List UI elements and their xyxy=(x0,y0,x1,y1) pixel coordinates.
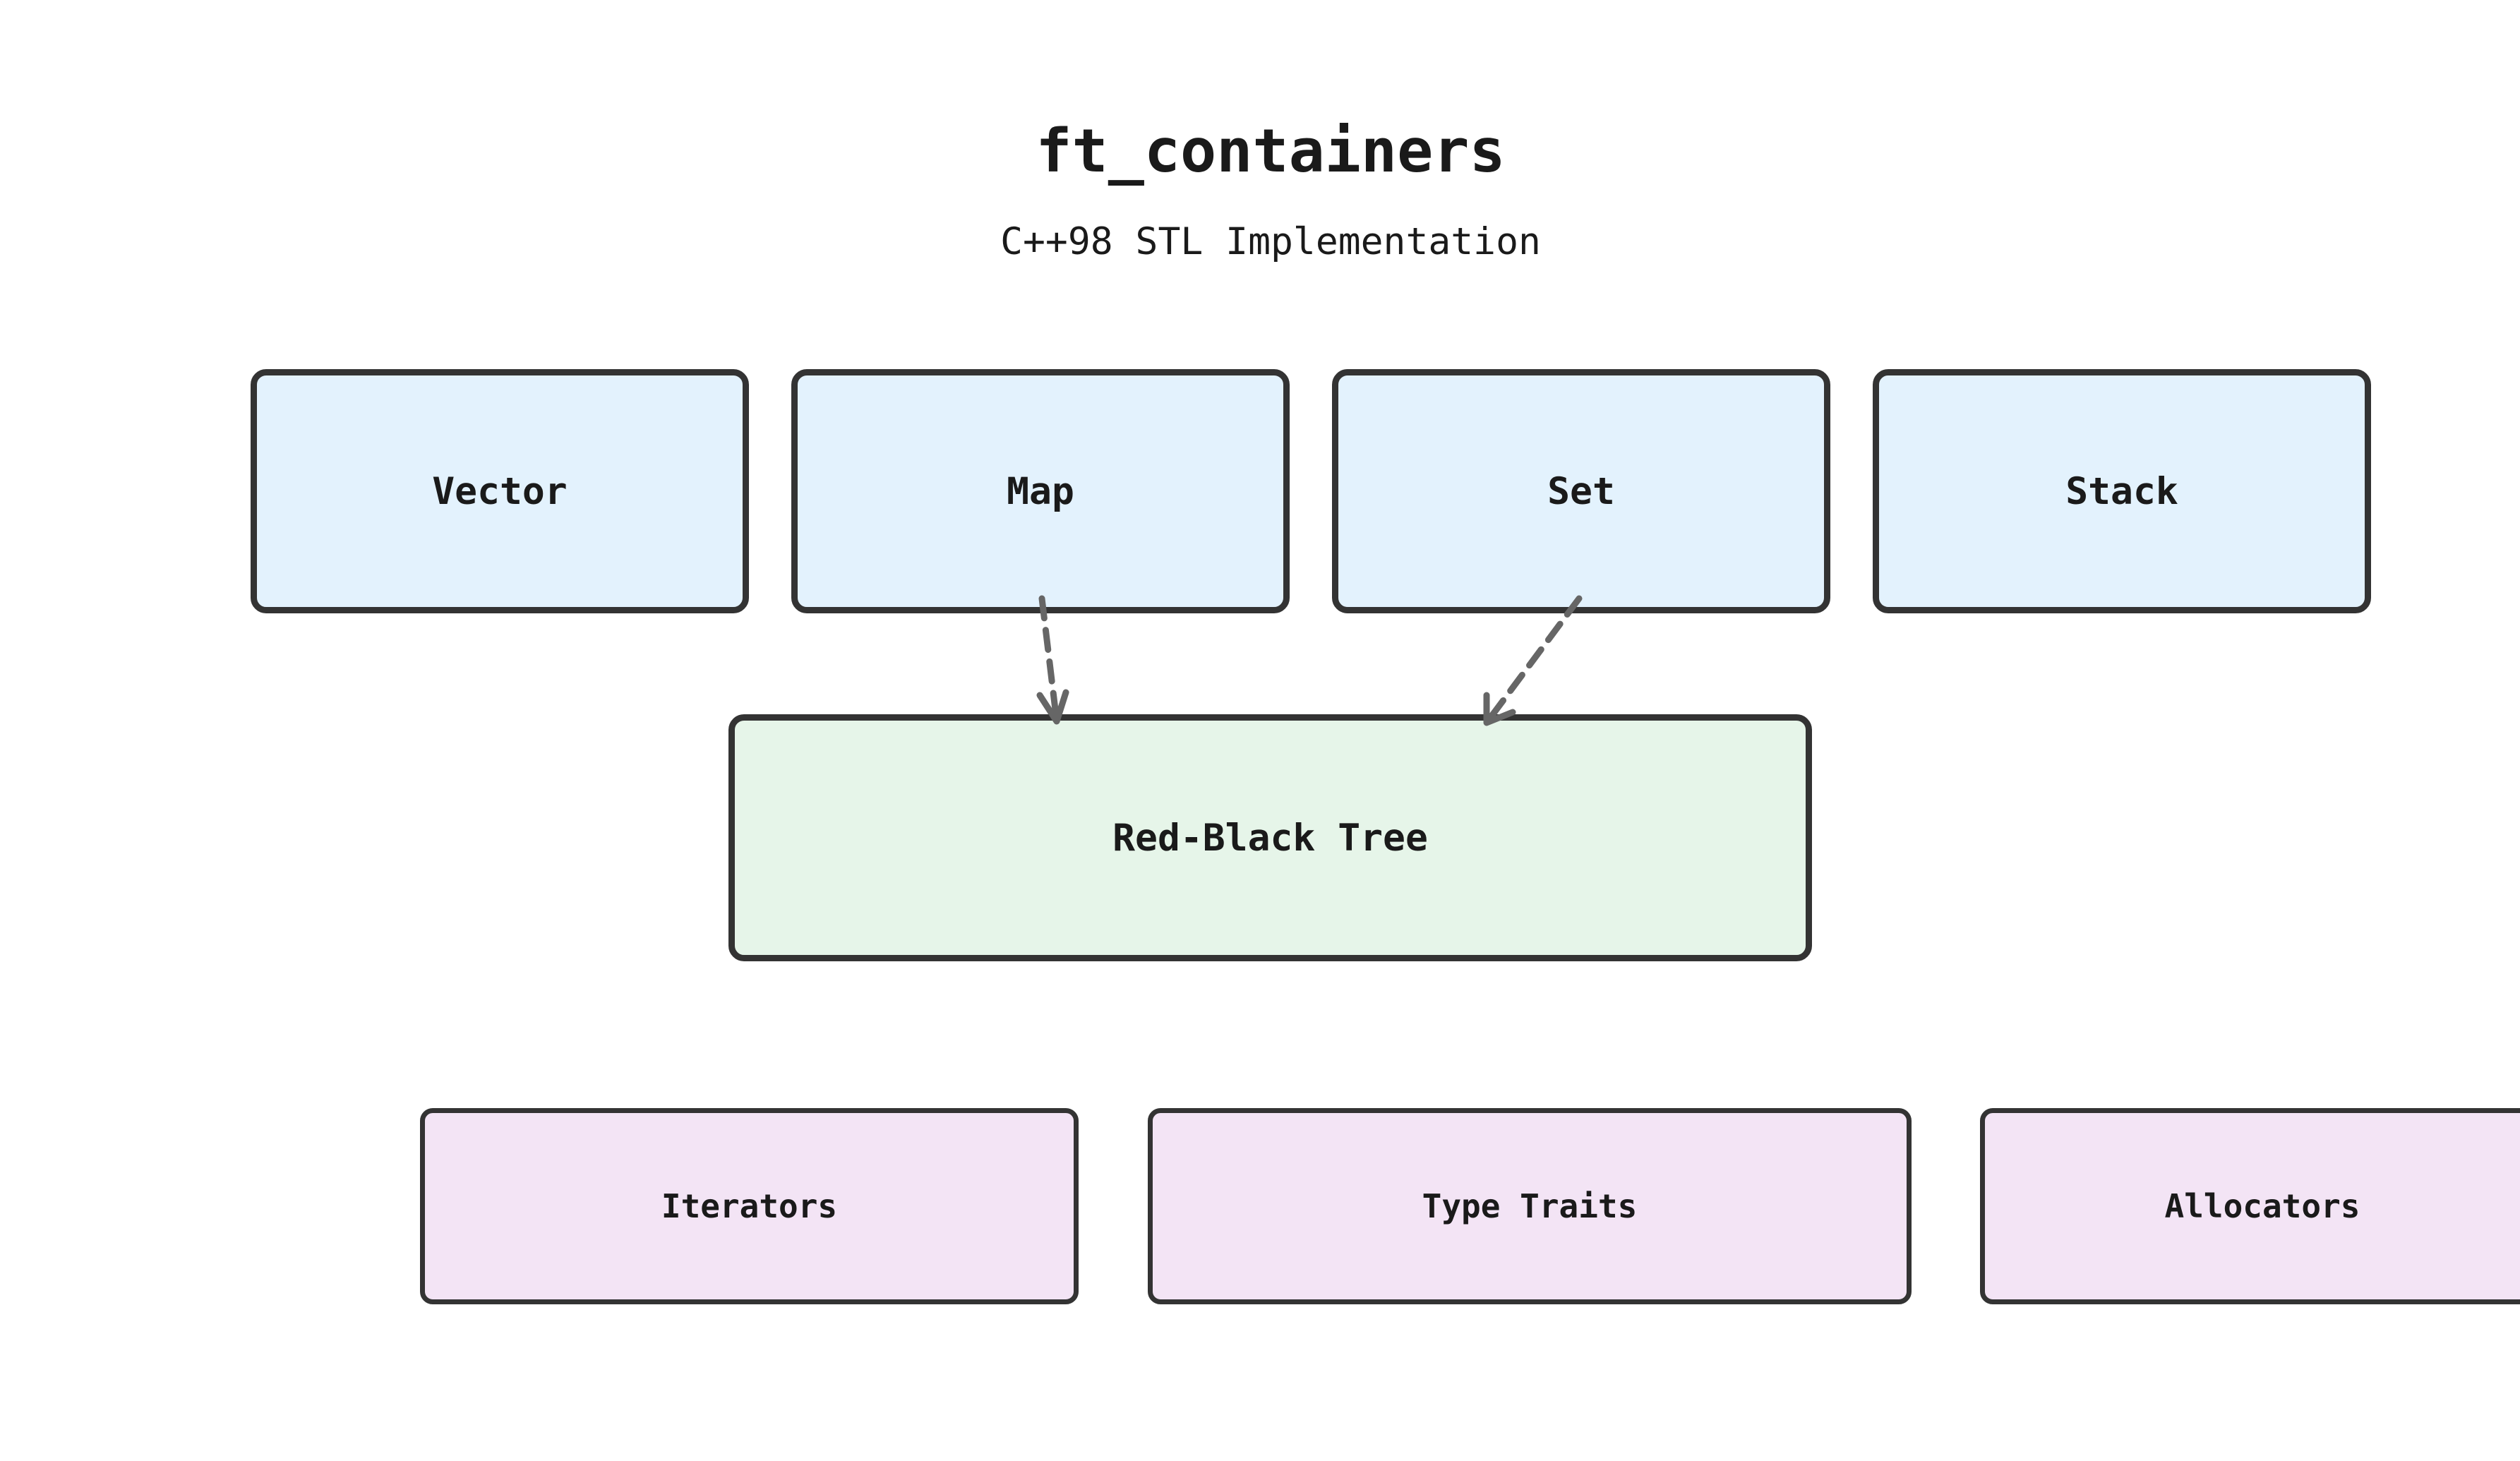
diagram-title: ft_containers xyxy=(1036,116,1506,186)
node-label: Iterators xyxy=(661,1187,838,1225)
diagram-subtitle: C++98 STL Implementation xyxy=(1000,220,1541,263)
node-label: Allocators xyxy=(2164,1187,2360,1225)
node-label: Red-Black Tree xyxy=(1112,816,1428,860)
node-label: Set xyxy=(1547,469,1615,513)
node-label: Map xyxy=(1007,469,1074,513)
node-iterators: Iterators xyxy=(420,1108,1079,1304)
node-set: Set xyxy=(1332,369,1830,613)
edge-map-to-tree xyxy=(1036,595,1069,725)
edge-set-to-tree xyxy=(1483,595,1583,726)
node-allocators: Allocators xyxy=(1980,1108,2520,1304)
node-label: Stack xyxy=(2065,469,2178,513)
node-stack: Stack xyxy=(1873,369,2371,613)
node-label: Type Traits xyxy=(1422,1187,1638,1225)
node-red-black-tree: Red-Black Tree xyxy=(728,714,1812,961)
node-map: Map xyxy=(791,369,1290,613)
node-type-traits: Type Traits xyxy=(1148,1108,1912,1304)
node-vector: Vector xyxy=(251,369,749,613)
node-label: Vector xyxy=(432,469,568,513)
